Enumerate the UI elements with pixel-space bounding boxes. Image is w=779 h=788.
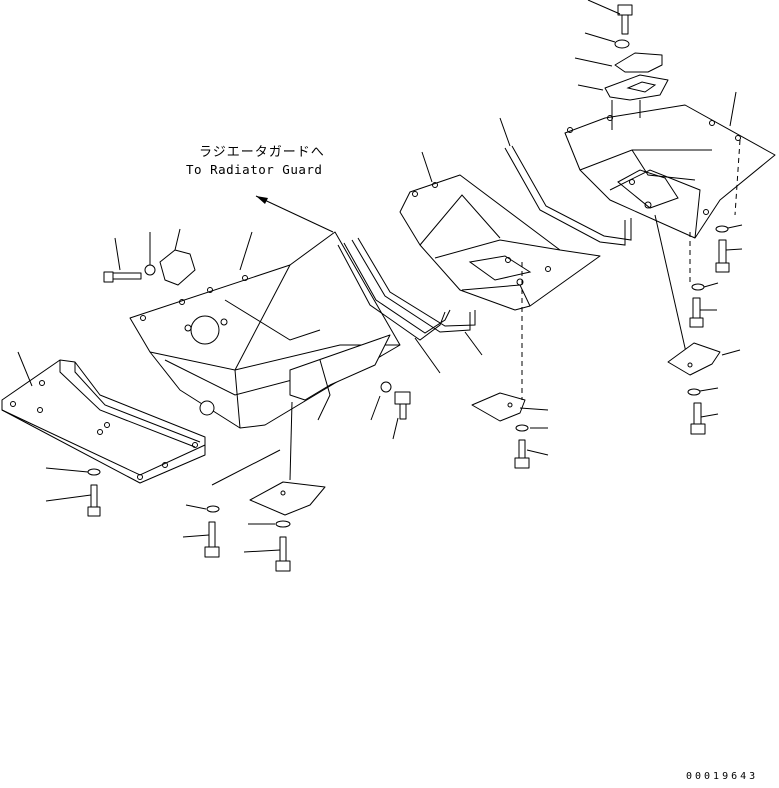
drawing-code: 00019643: [686, 771, 758, 782]
right-bolt-lower: [690, 402, 719, 435]
annotation-english: To Radiator Guard: [186, 162, 322, 177]
bottom-bolt-a: [182, 521, 220, 558]
right-lower-plate: [667, 342, 741, 376]
top-washer: [584, 32, 630, 49]
top-bolt: [587, 0, 633, 35]
curved-rail-right: [351, 237, 483, 356]
right-washer-lower: [687, 387, 719, 396]
middle-side-bolt: [370, 381, 411, 440]
bottom-bolt-b: [243, 536, 291, 572]
middle-right-washer: [515, 424, 548, 432]
cover-bolt: [103, 237, 142, 283]
left-base-plate: [1, 359, 206, 484]
cover-plate: [159, 228, 196, 286]
top-plate-b: [577, 74, 669, 130]
top-plate-a: [574, 52, 663, 73]
cover-washer: [144, 232, 156, 276]
right-guard: [564, 104, 776, 239]
left-bolt: [45, 467, 101, 517]
bottom-washer-a: [185, 504, 220, 513]
front-bracket: [289, 334, 391, 421]
right-washer-mid: [691, 282, 719, 291]
annotation-arrow: [255, 195, 334, 233]
long-bent-rail: [499, 117, 632, 246]
annotation-japanese: ラジエータガードへ: [199, 145, 325, 160]
right-bolt-mid: [689, 297, 717, 328]
middle-right-guard: [399, 174, 601, 311]
middle-right-lower-plate: [471, 262, 549, 422]
middle-right-bolt: [514, 439, 549, 469]
bottom-washer-b: [248, 520, 291, 528]
curved-rail-left: [337, 242, 451, 374]
right-bolt-upper: [715, 239, 743, 273]
right-washer-upper: [715, 224, 743, 233]
small-bracket: [211, 401, 326, 516]
